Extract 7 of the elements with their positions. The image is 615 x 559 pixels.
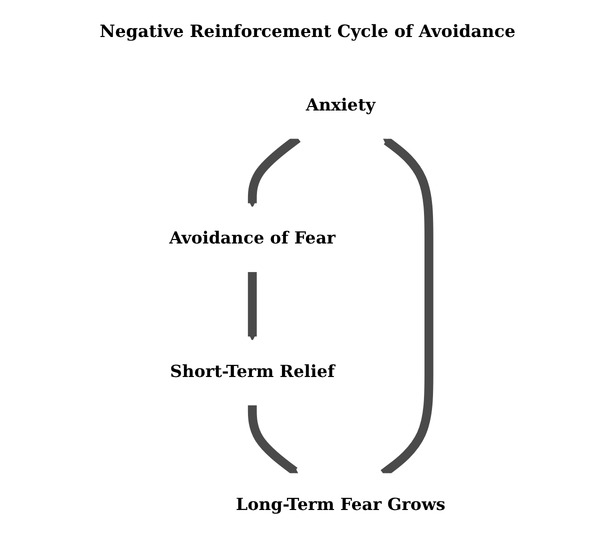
node-text: Long-Term Fear Grows (236, 494, 446, 514)
node-text: Anxiety (306, 95, 376, 115)
arrow (248, 404, 299, 474)
node-text: Avoidance of Fear (169, 228, 336, 248)
arrow (248, 271, 257, 340)
node-text: Short-Term Relief (170, 362, 335, 382)
diagram-title: Negative Reinforcement Cycle of Avoidance (100, 22, 516, 42)
